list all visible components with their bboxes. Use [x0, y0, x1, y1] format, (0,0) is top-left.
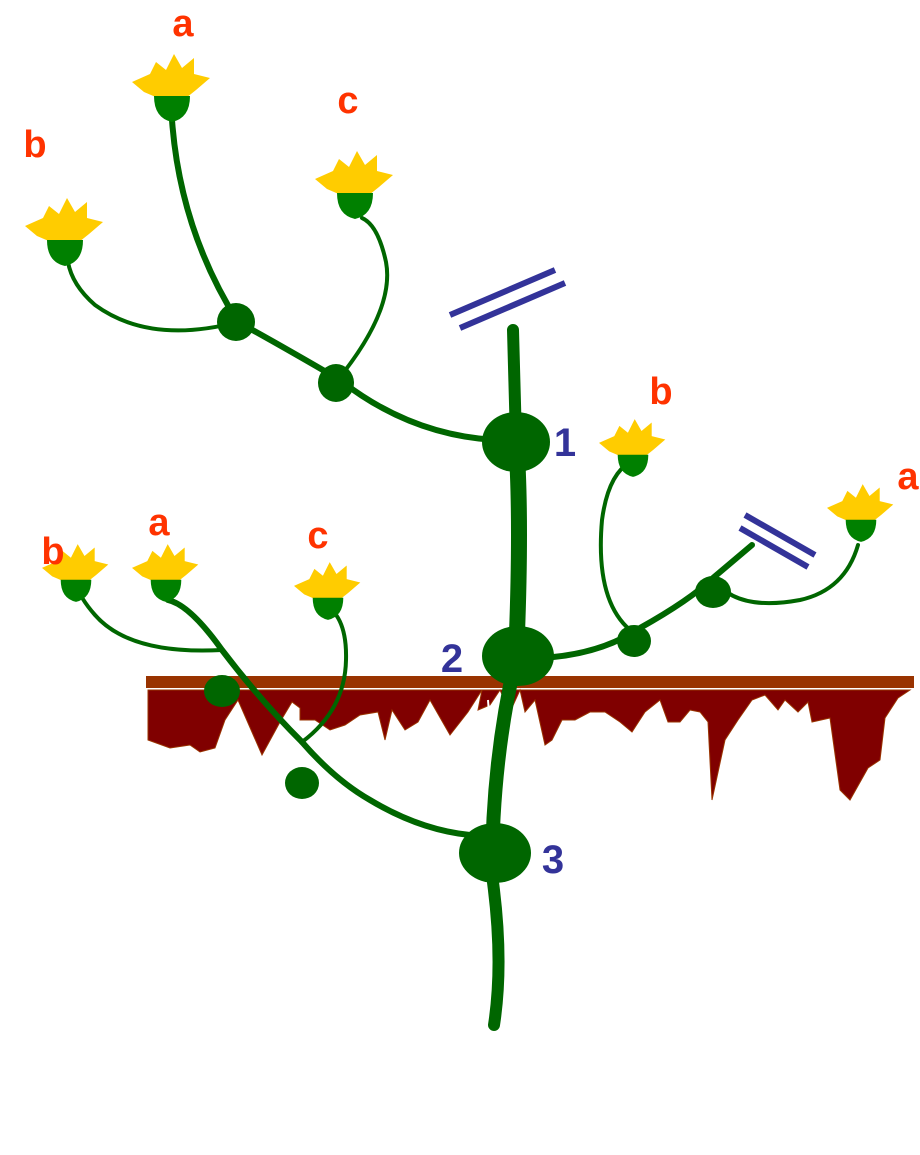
right-node-b [695, 576, 731, 608]
label-lower-c: c [307, 515, 328, 557]
roots [147, 688, 912, 801]
node-1 [482, 412, 550, 472]
flower-top-c [315, 151, 393, 219]
flower-top-a [132, 54, 210, 122]
label-node-2: 2 [441, 637, 463, 681]
cut-mark-top [448, 267, 567, 331]
right-node-a [617, 625, 651, 657]
upper-branch [66, 117, 498, 443]
lower-node-b [285, 767, 319, 799]
flower-right-b [599, 419, 666, 477]
node-3 [459, 823, 531, 883]
upper-node-a [217, 303, 255, 341]
flower-right-a [827, 484, 894, 542]
label-top-b: b [23, 124, 46, 166]
label-right-a: a [897, 456, 919, 498]
flower-lower-c [294, 562, 361, 620]
label-top-a: a [172, 3, 194, 45]
lower-node-a [204, 675, 240, 707]
right-branch [537, 460, 860, 661]
flower-lower-a [132, 544, 199, 602]
label-top-c: c [337, 80, 358, 122]
label-node-3: 3 [542, 838, 564, 882]
flower-top-b [25, 198, 103, 266]
label-node-1: 1 [554, 421, 576, 465]
cut-mark-right [738, 512, 817, 570]
upper-node-b [318, 364, 354, 402]
nodes [204, 303, 731, 883]
label-lower-a: a [148, 502, 170, 544]
label-right-b: b [649, 371, 672, 413]
label-lower-b: b [41, 531, 64, 573]
node-2 [482, 626, 554, 686]
